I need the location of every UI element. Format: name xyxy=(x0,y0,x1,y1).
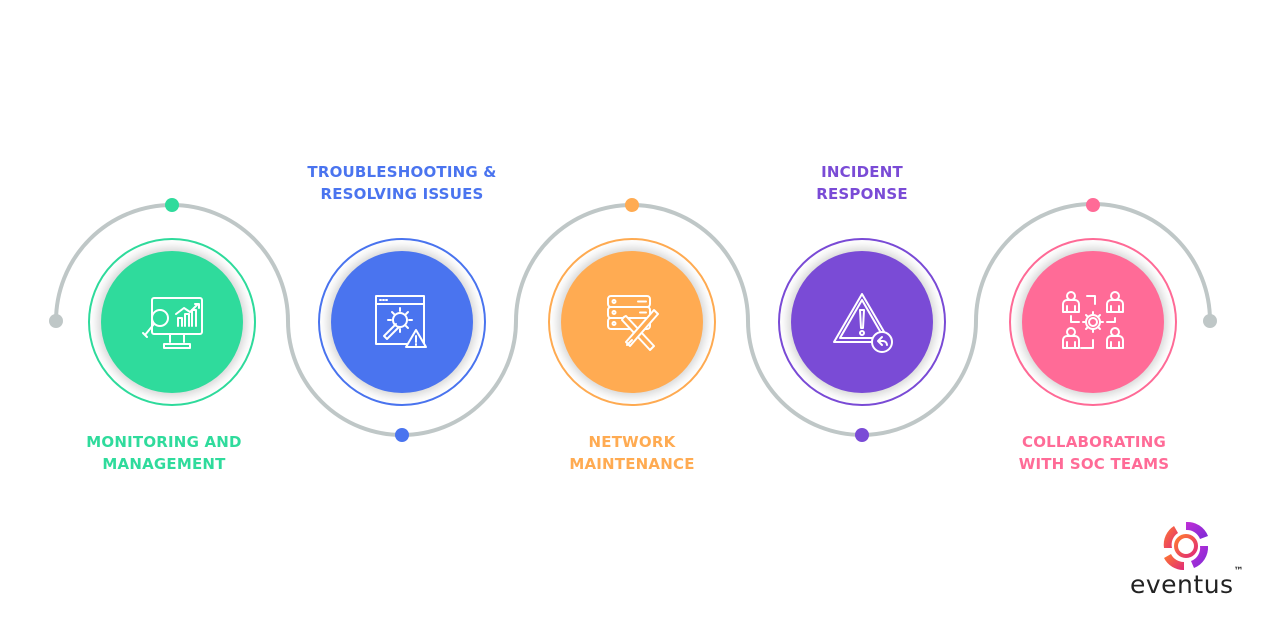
step-troubleshooting xyxy=(318,238,486,406)
end-dot xyxy=(1203,314,1217,328)
server-tools-icon xyxy=(607,295,659,351)
label-line: RESPONSE xyxy=(816,185,908,203)
label-monitoring: MONITORING AND MANAGEMENT xyxy=(44,431,284,475)
logo-wordmark: eventus™ xyxy=(1130,566,1244,599)
label-line: RESOLVING ISSUES xyxy=(320,185,484,203)
dot-incident xyxy=(855,428,869,442)
label-network: NETWORK MAINTENANCE xyxy=(512,431,752,475)
label-line: MAINTENANCE xyxy=(569,455,695,473)
label-line: INCIDENT xyxy=(821,163,903,181)
label-incident: INCIDENT RESPONSE xyxy=(742,161,982,205)
label-line: MONITORING AND xyxy=(86,433,242,451)
trademark-symbol: ™ xyxy=(1233,566,1245,577)
step-monitoring xyxy=(88,238,256,406)
label-line: COLLABORATING xyxy=(1022,433,1166,451)
start-dot xyxy=(49,314,63,328)
label-troubleshooting: TROUBLESHOOTING & RESOLVING ISSUES xyxy=(282,161,522,205)
team-collaboration-icon xyxy=(1062,291,1124,349)
label-line: WITH SOC TEAMS xyxy=(1018,455,1170,473)
dot-network xyxy=(625,198,639,212)
dot-monitoring xyxy=(165,198,179,212)
warning-response-icon xyxy=(833,293,893,353)
step-network xyxy=(548,238,716,406)
label-collaborating: COLLABORATING WITH SOC TEAMS xyxy=(974,431,1214,475)
dot-troubleshooting xyxy=(395,428,409,442)
label-line: TROUBLESHOOTING & xyxy=(307,163,497,181)
monitor-analytics-icon xyxy=(142,297,203,349)
window-wrench-warning-icon xyxy=(375,295,427,348)
label-line: NETWORK xyxy=(588,433,676,451)
logo-text: eventus xyxy=(1130,570,1234,599)
step-incident xyxy=(778,238,946,406)
eventus-swirl-icon xyxy=(1163,521,1209,571)
dot-collaborating xyxy=(1086,198,1100,212)
eventus-logo: eventus™ xyxy=(1130,518,1250,608)
label-line: MANAGEMENT xyxy=(102,455,226,473)
step-collaborating xyxy=(1009,238,1177,406)
